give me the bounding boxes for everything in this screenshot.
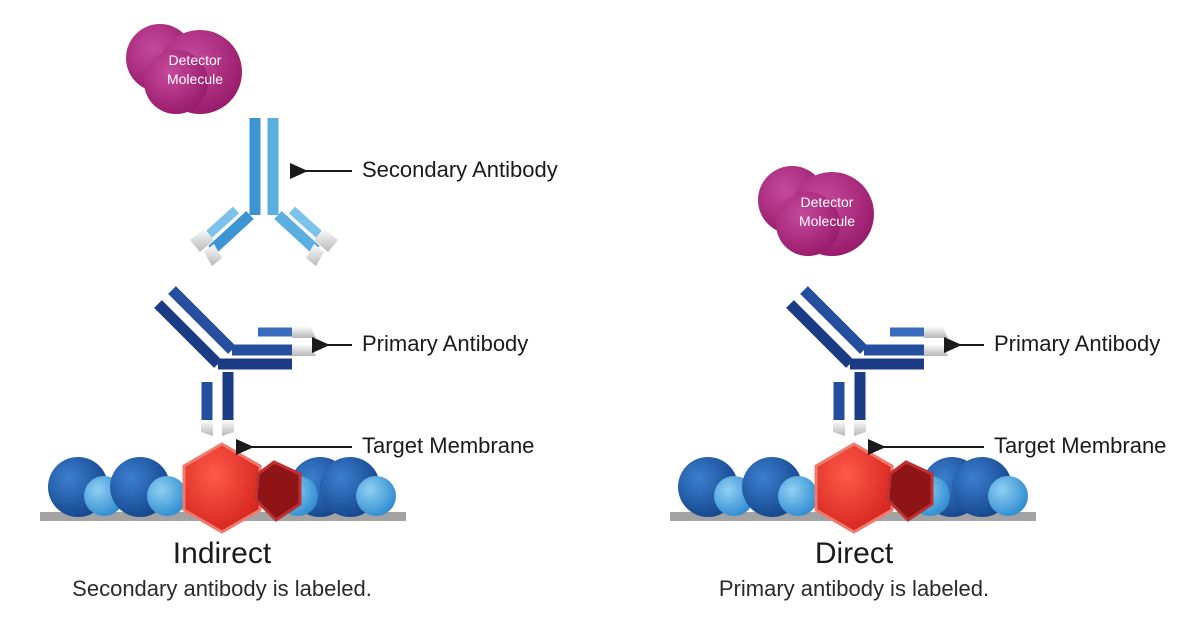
direct-target-membrane (670, 442, 1036, 534)
indirect-detector-molecule: Detector Molecule (126, 24, 242, 114)
indirect-detector-line1: Detector (169, 52, 222, 68)
direct-title: Direct (814, 537, 894, 570)
indirect-primary-antibody (154, 286, 316, 436)
direct-panel: Detector Molecule (670, 166, 1036, 534)
indirect-primary-antibody-label: Primary Antibody (362, 331, 529, 356)
indirect-callout-lines (236, 163, 352, 455)
indirect-target-membrane (40, 442, 406, 534)
indirect-panel: Detector Molecule (40, 24, 406, 534)
indirect-title: Indirect (172, 537, 272, 570)
direct-detector-molecule: Detector Molecule (758, 166, 874, 256)
direct-primary-antibody (786, 286, 948, 436)
direct-caption: Primary antibody is labeled. (718, 576, 990, 601)
secondary-antibody (190, 118, 338, 266)
direct-target-membrane-label: Target Membrane (994, 433, 1167, 458)
indirect-target-membrane-label: Target Membrane (362, 433, 535, 458)
direct-detector-line2: Molecule (799, 213, 855, 229)
indirect-detector-line2: Molecule (167, 71, 223, 87)
indirect-caption: Secondary antibody is labeled. (72, 576, 372, 601)
direct-detector-line1: Detector (801, 194, 854, 210)
secondary-antibody-label: Secondary Antibody (362, 157, 558, 182)
direct-callout-lines (868, 337, 984, 455)
direct-primary-antibody-label: Primary Antibody (994, 331, 1161, 356)
